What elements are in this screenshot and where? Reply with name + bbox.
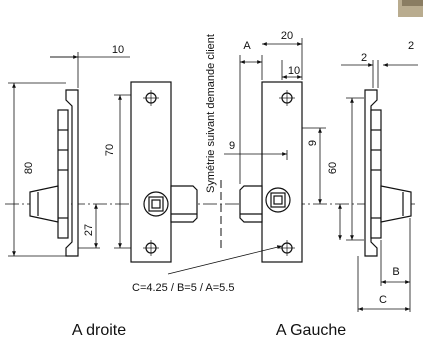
- product-photo-corner: [398, 0, 423, 17]
- left-caption: A droite: [72, 322, 126, 339]
- right-inner-label: 10: [288, 65, 300, 77]
- left-holes-height-label: 70: [104, 144, 116, 156]
- symmetry-label: Symétrie suivant demande client: [205, 34, 217, 193]
- left-side-view: [29, 89, 79, 257]
- right-b-label: B: [392, 266, 399, 278]
- right-height-label: 60: [327, 162, 339, 174]
- right-c-label: C: [379, 294, 387, 306]
- right-offset-h-label: 9: [229, 140, 235, 152]
- right-a-label: A: [243, 40, 251, 52]
- left-width-label: 10: [112, 44, 124, 56]
- note-leader-line: [167, 245, 283, 275]
- right-caption: A Gauche: [276, 322, 346, 339]
- right-side-2b-label: 2: [408, 40, 414, 52]
- right-side-2a-label: 2: [361, 52, 367, 64]
- right-width-label: 20: [281, 30, 293, 42]
- left-lower-label: 27: [83, 224, 95, 236]
- right-offset-v-label: 9: [307, 140, 319, 146]
- right-side-view: [364, 89, 412, 257]
- right-side-dimensions: [341, 60, 418, 312]
- left-height-total-label: 80: [23, 162, 35, 174]
- left-front-plate: [130, 81, 198, 263]
- right-front-dimensions: [224, 38, 342, 240]
- values-note: C=4.25 / B=5 / A=5.5: [132, 282, 234, 294]
- right-front-plate: [239, 81, 303, 263]
